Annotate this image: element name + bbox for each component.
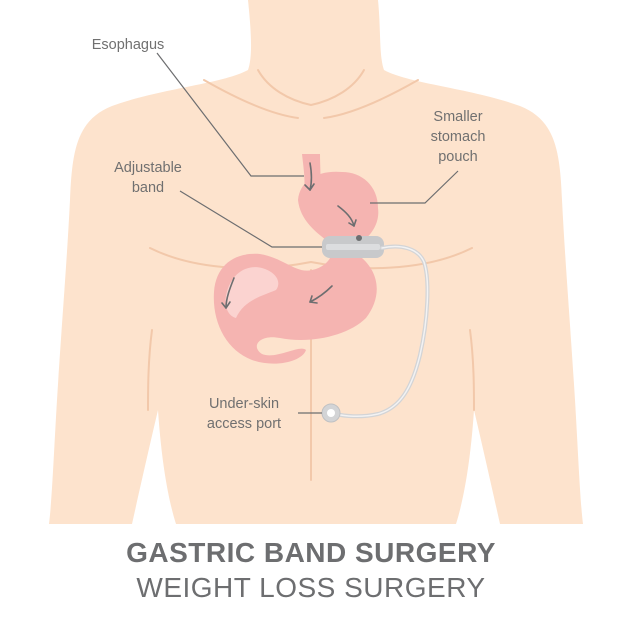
access-port: [321, 403, 341, 423]
stomach: [213, 154, 379, 364]
label-pouch-line3: pouch: [438, 149, 478, 165]
title-sub: WEIGHT LOSS SURGERY: [136, 572, 486, 603]
stomach-inner-shade: [225, 267, 279, 318]
label-pouch-line2: stomach: [431, 129, 486, 145]
leader-lines: [156, 52, 459, 414]
label-esophagus: Esophagus: [92, 37, 165, 53]
title-main: GASTRIC BAND SURGERY: [126, 537, 496, 568]
adjustable-band: [322, 235, 384, 258]
arrow-pouch: [337, 205, 355, 227]
leader-pouch: [370, 170, 459, 204]
flow-arrows: [221, 162, 357, 309]
label-pouch-line1: Smaller: [433, 109, 482, 125]
label-band-line2: band: [132, 180, 164, 196]
label-port-line1: Under-skin: [209, 396, 279, 412]
label-port-line2: access port: [207, 416, 281, 432]
leader-band: [179, 190, 322, 248]
label-band-line1: Adjustable: [114, 160, 182, 176]
band-clasp: [356, 235, 362, 241]
arrow-fundus: [225, 277, 235, 309]
arrow-lower: [309, 285, 333, 303]
body-contour-lines: [147, 69, 475, 481]
leader-esophagus: [156, 52, 304, 177]
